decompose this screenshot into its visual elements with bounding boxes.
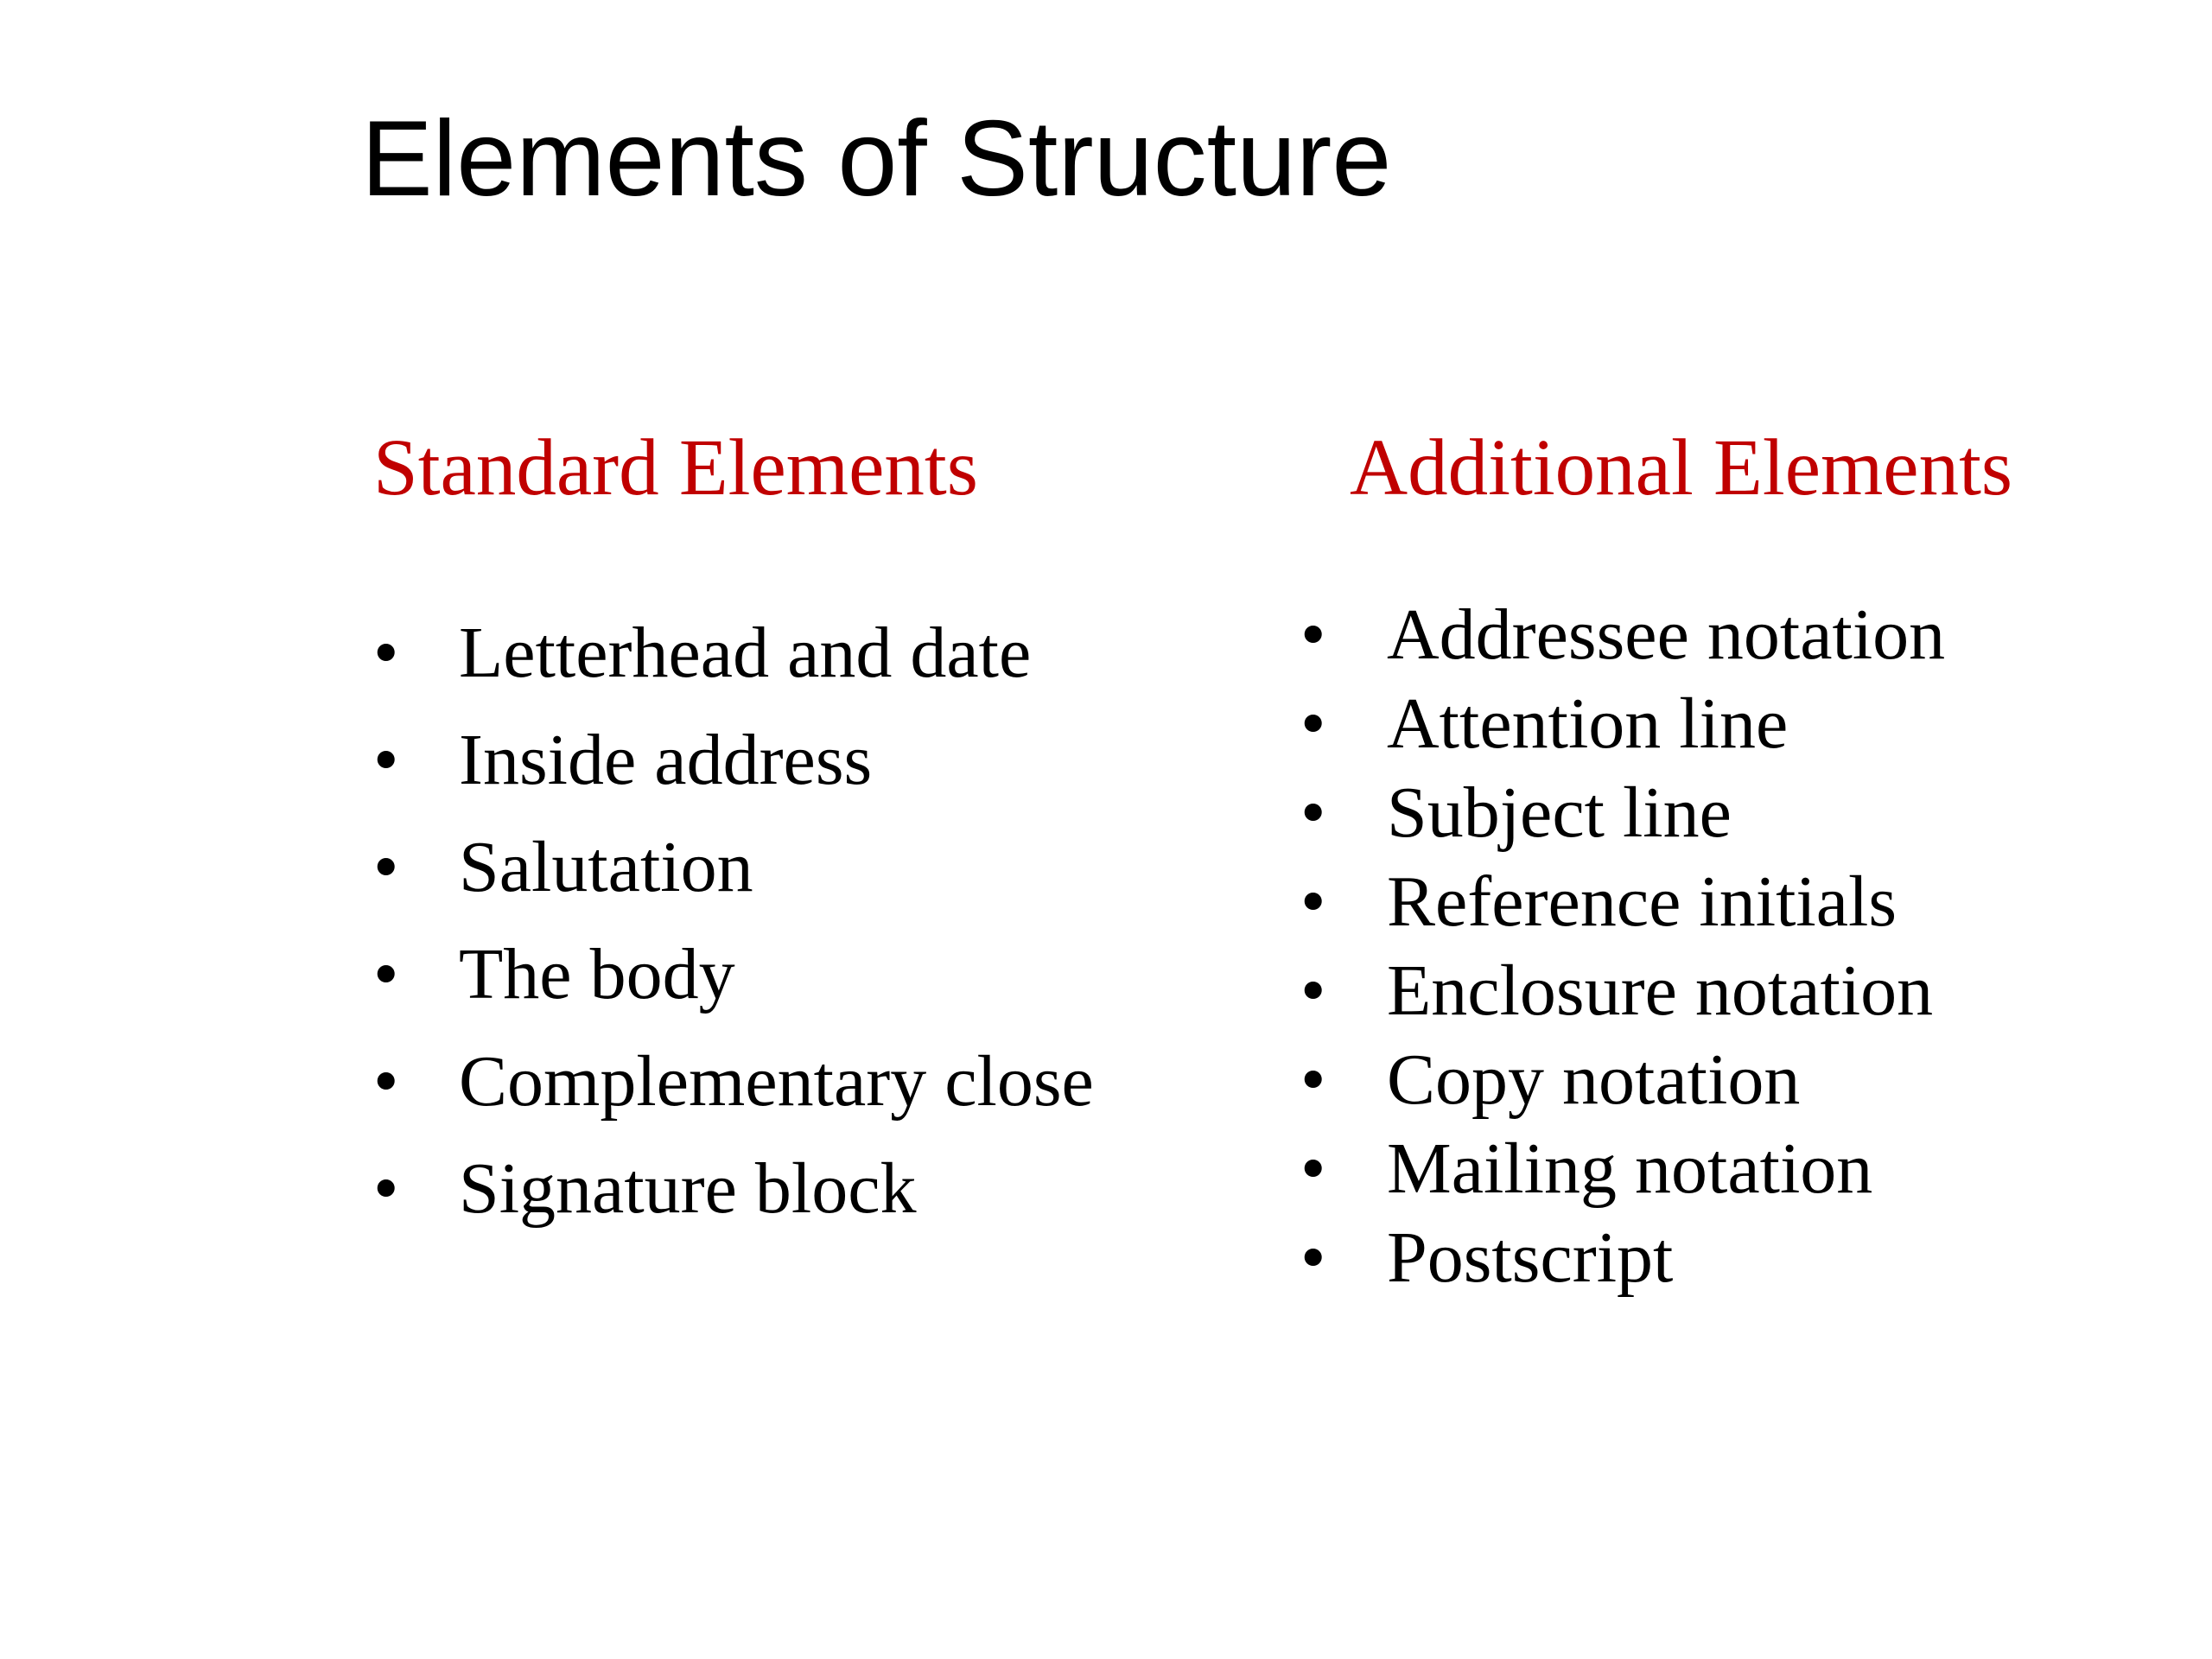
- list-item-text: Copy notation: [1387, 1039, 1801, 1120]
- bullet-icon: •: [373, 613, 399, 693]
- list-item-text: Mailing notation: [1387, 1128, 1873, 1209]
- list-item-text: The body: [459, 934, 735, 1014]
- list-item: • Attention line: [1300, 685, 1945, 774]
- bullet-icon: •: [373, 934, 399, 1014]
- list-item: • Reference initials: [1300, 863, 1945, 952]
- additional-elements-list: • Addressee notation • Attention line • Sub…: [1300, 596, 1945, 1308]
- list-item: • Copy notation: [1300, 1041, 1945, 1130]
- list-item: • Signature block: [373, 1146, 1094, 1253]
- bullet-icon: •: [1300, 1217, 1326, 1298]
- list-item: • Addressee notation: [1300, 596, 1945, 685]
- bullet-icon: •: [373, 1148, 399, 1229]
- bullet-icon: •: [1300, 683, 1326, 764]
- list-item: • Complementary close: [373, 1039, 1094, 1146]
- additional-elements-heading: Additional Elements: [1350, 423, 2013, 512]
- list-item: • Letterhead and date: [373, 610, 1094, 717]
- list-item: • Salutation: [373, 824, 1094, 931]
- list-item: • The body: [373, 931, 1094, 1039]
- slide-title: Elements of Structure: [361, 99, 1392, 219]
- list-item-text: Addressee notation: [1387, 594, 1946, 675]
- list-item-text: Attention line: [1387, 683, 1789, 764]
- standard-elements-heading: Standard Elements: [373, 423, 978, 512]
- list-item: • Mailing notation: [1300, 1130, 1945, 1219]
- bullet-icon: •: [1300, 594, 1326, 675]
- list-item-text: Postscript: [1387, 1217, 1674, 1298]
- bullet-icon: •: [373, 1041, 399, 1122]
- list-item-text: Reference initials: [1387, 861, 1897, 942]
- list-item: • Subject line: [1300, 774, 1945, 863]
- list-item: • Inside address: [373, 717, 1094, 824]
- list-item-text: Signature block: [459, 1148, 917, 1229]
- list-item-text: Complementary close: [459, 1041, 1094, 1122]
- list-item-text: Enclosure notation: [1387, 950, 1934, 1031]
- bullet-icon: •: [1300, 861, 1326, 942]
- bullet-icon: •: [373, 720, 399, 800]
- bullet-icon: •: [1300, 772, 1326, 853]
- list-item-text: Inside address: [459, 720, 873, 800]
- bullet-icon: •: [1300, 950, 1326, 1031]
- list-item-text: Letterhead and date: [459, 613, 1032, 693]
- list-item-text: Salutation: [459, 827, 753, 907]
- bullet-icon: •: [1300, 1128, 1326, 1209]
- bullet-icon: •: [1300, 1039, 1326, 1120]
- list-item: • Postscript: [1300, 1219, 1945, 1308]
- list-item: • Enclosure notation: [1300, 952, 1945, 1041]
- standard-elements-list: • Letterhead and date • Inside address • Sa…: [373, 610, 1094, 1253]
- list-item-text: Subject line: [1387, 772, 1732, 853]
- bullet-icon: •: [373, 827, 399, 907]
